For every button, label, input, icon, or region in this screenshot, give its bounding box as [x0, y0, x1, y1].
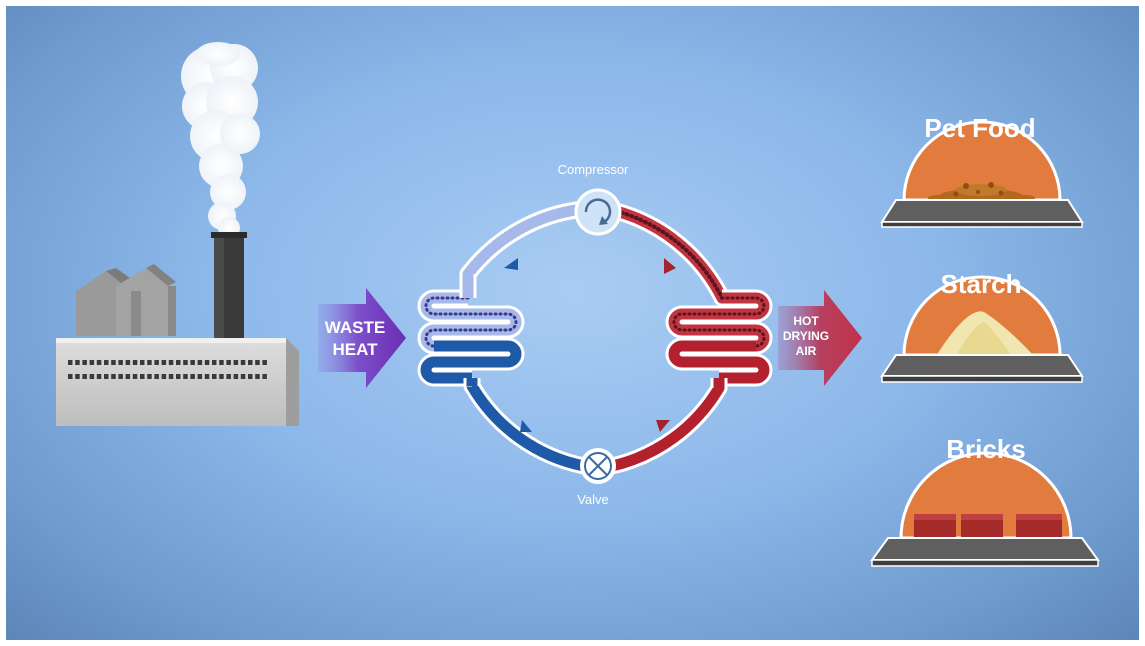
factory-window: [197, 374, 203, 379]
factory-window: [125, 374, 131, 379]
hot-air-label-line2: DRYING: [783, 329, 829, 343]
factory-window: [111, 374, 116, 379]
compressor-label: Compressor: [558, 162, 629, 177]
flow-arrows: [504, 258, 676, 432]
factory-window: [96, 374, 102, 379]
dryer-pet-food: Pet Food: [880, 113, 1084, 228]
valve-icon: [580, 448, 616, 484]
factory-window: [104, 374, 109, 379]
chimney: [211, 232, 247, 338]
factory-window: [140, 360, 145, 365]
smoke-cloud: [181, 42, 260, 239]
factory-window: [183, 374, 188, 379]
factory-window: [154, 374, 159, 379]
factory-windows: [68, 360, 267, 379]
cycle-pipe-top-left: [459, 200, 593, 283]
factory-window: [262, 360, 267, 365]
factory-window: [68, 360, 73, 365]
factory-illustration: [56, 42, 299, 426]
waste-heat-arrow: WASTE HEAT: [318, 288, 406, 388]
factory-building: [56, 338, 299, 426]
heat-pump-cycle: Compressor Valve: [417, 162, 773, 507]
factory-window: [118, 360, 123, 365]
factory-window: [204, 360, 210, 365]
factory-window: [226, 360, 231, 365]
factory-window: [82, 374, 87, 379]
factory-window: [75, 360, 80, 365]
factory-window: [219, 360, 224, 365]
factory-window: [104, 360, 109, 365]
factory-window: [183, 360, 188, 365]
factory-window: [147, 374, 152, 379]
evaporator-coil: [417, 274, 525, 387]
factory-window: [176, 360, 181, 365]
valve-label: Valve: [577, 492, 609, 507]
factory-window: [240, 374, 246, 379]
flow-arrow-down-right-icon: [664, 258, 676, 274]
factory-window: [89, 374, 95, 379]
factory-window: [132, 374, 138, 379]
factory-window: [212, 374, 217, 379]
factory-window: [154, 360, 159, 365]
starch-pile: [936, 311, 1034, 356]
factory-window: [89, 360, 95, 365]
factory-window: [233, 360, 239, 365]
factory-window: [255, 374, 260, 379]
factory-window: [147, 360, 152, 365]
dryer-starch: Starch: [880, 269, 1084, 383]
heat-pump-diagram: WASTE HEAT: [56, 42, 1100, 567]
factory-window: [190, 360, 195, 365]
waste-heat-label-line2: HEAT: [332, 340, 378, 359]
dryer-label-starch: Starch: [941, 269, 1022, 299]
factory-window: [161, 374, 167, 379]
factory-window: [161, 360, 167, 365]
dryer-label-bricks: Bricks: [946, 434, 1026, 464]
factory-window: [176, 374, 181, 379]
dryer-label-pet-food: Pet Food: [924, 113, 1035, 143]
dryer-bricks: Bricks: [870, 434, 1100, 567]
factory-window: [168, 374, 174, 379]
cycle-pipe-bottom-right: [603, 379, 728, 475]
factory-window: [233, 374, 239, 379]
diagram-stage: WASTE HEAT: [6, 6, 1139, 640]
factory-window: [82, 360, 87, 365]
factory-window: [132, 360, 138, 365]
condenser-coil: [665, 289, 773, 388]
cycle-pipe-bottom-left: [463, 377, 593, 475]
flow-arrow-up-right-icon: [504, 258, 518, 270]
factory-window: [190, 374, 195, 379]
factory-window: [262, 374, 267, 379]
hot-air-arrow: HOT DRYING AIR: [778, 290, 862, 386]
factory-window: [197, 360, 203, 365]
factory-window: [118, 374, 123, 379]
bricks-stack: [914, 514, 1062, 539]
factory-window: [248, 374, 253, 379]
hot-air-label-line1: HOT: [793, 314, 819, 328]
factory-window: [140, 374, 145, 379]
cycle-pipe-top-right: [603, 201, 731, 307]
factory-window: [219, 374, 224, 379]
factory-window: [255, 360, 260, 365]
flow-arrow-down-left-icon: [656, 420, 670, 432]
factory-window: [226, 374, 231, 379]
waste-heat-label-line1: WASTE: [325, 318, 385, 337]
hot-air-label-line3: AIR: [796, 344, 817, 358]
compressor-icon: [574, 188, 622, 236]
factory-window: [96, 360, 102, 365]
factory-window: [248, 360, 253, 365]
factory-window: [240, 360, 246, 365]
factory-window: [212, 360, 217, 365]
factory-window: [125, 360, 131, 365]
factory-window: [204, 374, 210, 379]
factory-window: [68, 374, 73, 379]
flow-arrow-up-left-icon: [520, 420, 532, 432]
factory-window: [75, 374, 80, 379]
factory-roof-buildings: [76, 264, 176, 336]
factory-window: [111, 360, 116, 365]
factory-window: [168, 360, 174, 365]
